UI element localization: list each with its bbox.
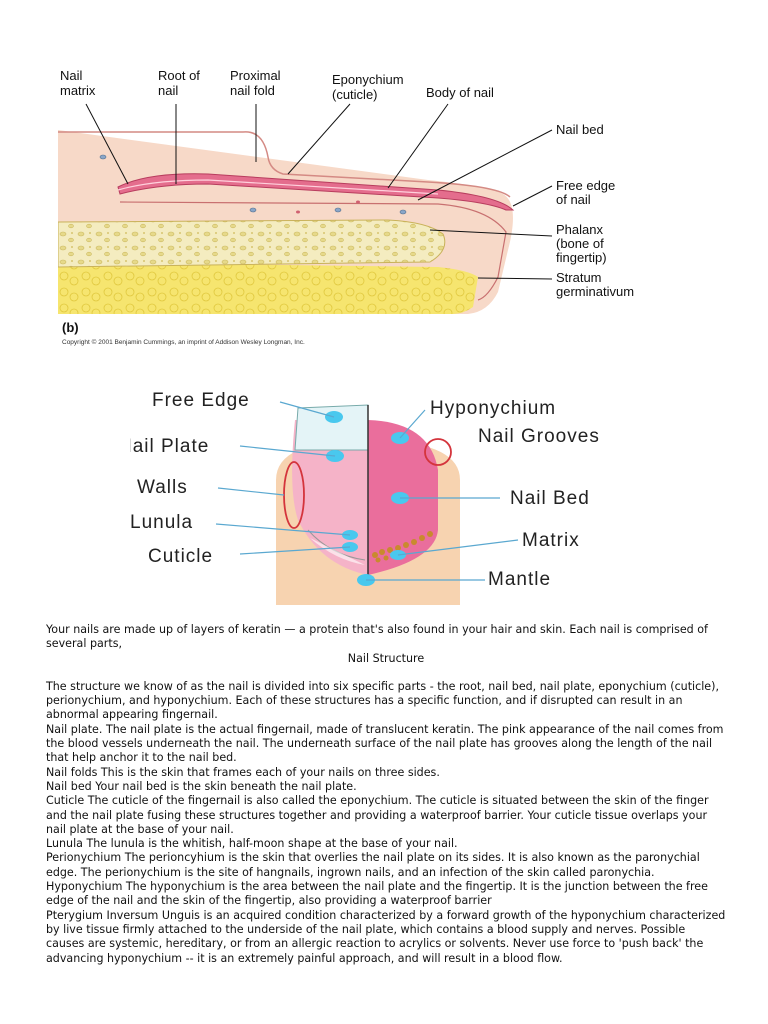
label-phalanx: Phalanx (556, 222, 603, 237)
label-stratum: Stratum (556, 270, 602, 285)
label-lunula: Lunula (130, 512, 193, 533)
label-free-edge: Free Edge (152, 390, 250, 411)
label-eponychium: Eponychium (332, 72, 404, 87)
label-phalanx-2: (bone of (556, 236, 604, 251)
label-nail-plate: Nail Plate (130, 436, 209, 457)
nail-structure-diagram: Free Edge Nail Plate Nail Walls Lunula C… (130, 390, 600, 605)
paragraph-nail-bed: Nail bed Your nail bed is the skin benea… (46, 779, 357, 793)
paragraph-hyponychium: Hyponychium The hyponychium is the area … (46, 880, 708, 908)
intro-paragraph: Your nails are made up of layers of kera… (46, 623, 708, 651)
label-free-edge: Free edge (556, 178, 615, 193)
label-nail-matrix-2: matrix (60, 83, 96, 98)
label-matrix: Matrix (522, 530, 580, 551)
label-stratum-2: germinativum (556, 284, 634, 299)
nail-groove-marker (424, 438, 452, 466)
label-body-of-nail: Body of nail (426, 85, 494, 100)
nail-plate (117, 173, 515, 211)
copyright-line: Copyright © 2001 Benjamin Cummings, an i… (62, 338, 305, 346)
label-nail-matrix: Nail (60, 68, 83, 83)
label-nail-bed: Nail Bed (510, 488, 590, 509)
label-root-of-nail: Root of (158, 68, 200, 83)
label-cuticle: Cuticle (148, 546, 213, 567)
fat-layer (58, 262, 478, 314)
paragraph-cuticle: Cuticle The cuticle of the fingernail is… (46, 794, 709, 836)
article-body: Your nails are made up of layers of kera… (46, 623, 726, 966)
paragraph-nail-plate: Nail plate. The nail plate is the actual… (46, 722, 724, 765)
phalanx-bone (58, 219, 446, 268)
paragraph-pterygium: Pterygium Inversum Unguis is an acquired… (46, 908, 726, 965)
section-heading: Nail Structure (347, 651, 425, 665)
paragraph-perionychium: Perionychium The perioncyhium is the ski… (46, 851, 700, 879)
paragraph-nail-folds: Nail folds This is the skin that frames … (46, 765, 440, 779)
label-nail-grooves: Nail Grooves (478, 426, 600, 447)
label-nail-bed: Nail bed (556, 122, 604, 137)
nail-cross-section-diagram: Nail matrix Root of nail Proximal nail f… (58, 68, 634, 346)
label-eponychium-2: (cuticle) (332, 87, 378, 102)
label-mantle: Mantle (488, 569, 551, 590)
label-proximal-nail-fold: Proximal (230, 68, 281, 83)
panel-letter: (b) (62, 320, 79, 335)
label-phalanx-3: fingertip) (556, 250, 607, 265)
label-root-of-nail-2: nail (158, 83, 178, 98)
label-free-edge-2: of nail (556, 192, 591, 207)
paragraph-overview: The structure we know of as the nail is … (46, 679, 719, 722)
label-nail-walls: Nail Walls (130, 477, 188, 498)
label-proximal-nail-fold-2: nail fold (230, 83, 275, 98)
paragraph-lunula: Lunula The lunula is the whitish, half-m… (46, 837, 458, 851)
label-hyponychium: Hyponychium (430, 398, 556, 419)
